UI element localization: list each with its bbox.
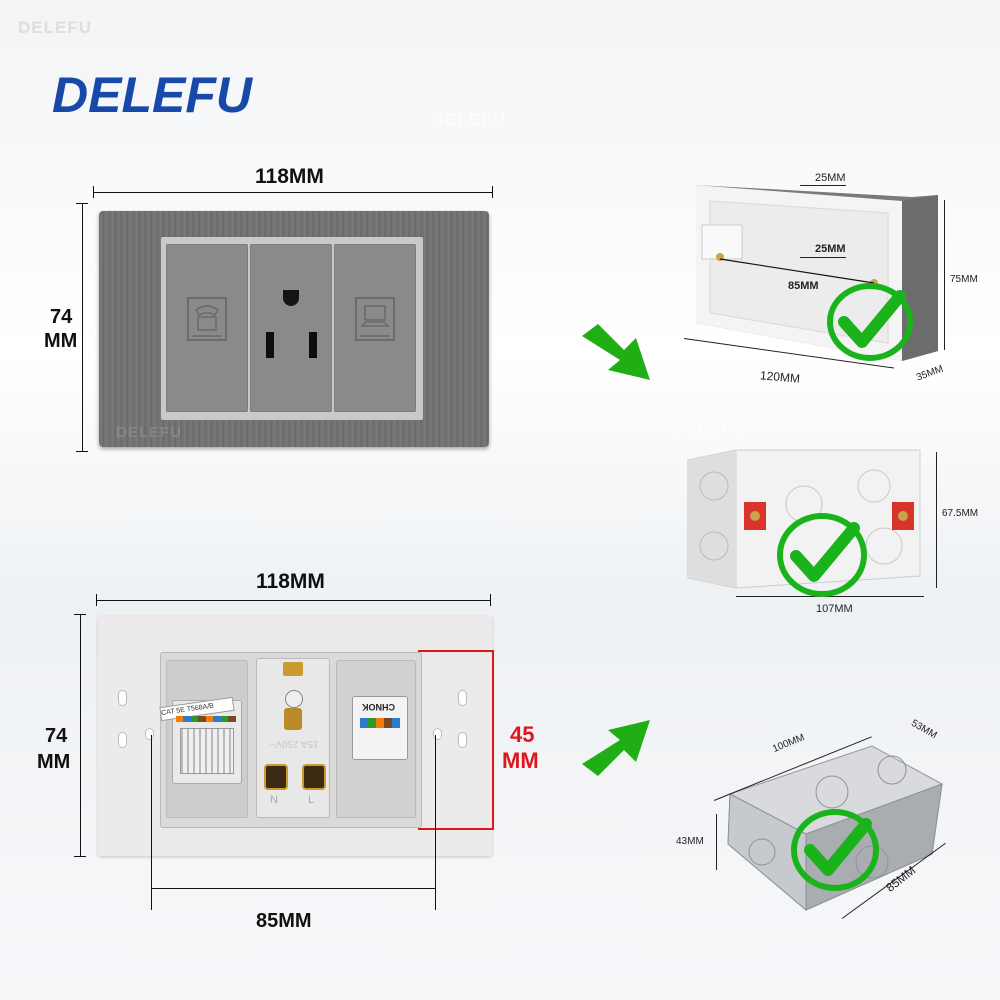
mount-hole	[433, 728, 442, 740]
outlet-back	[256, 658, 330, 818]
ground-screw	[285, 690, 303, 708]
watermark: DELEFU	[18, 18, 92, 37]
mount-hole	[118, 690, 127, 706]
keystone-idc	[360, 718, 400, 728]
box2-width-line	[736, 596, 924, 597]
green-arrow-icon	[582, 720, 650, 776]
dim-tick	[96, 594, 97, 606]
watermark: DELEFU	[432, 110, 506, 129]
phone-jack-icon	[187, 297, 227, 341]
check-icon	[777, 513, 867, 597]
dim-tick	[490, 594, 491, 606]
bottom-height-label-num: 74	[45, 725, 68, 747]
dim-tick	[76, 451, 88, 452]
brass-terminal-top	[283, 662, 303, 676]
data-jack-module	[334, 244, 416, 412]
mount-hole	[458, 732, 467, 748]
box1-inner-slot: 25MM	[815, 243, 846, 255]
watermark: DELEFU	[116, 424, 182, 441]
computer-jack-icon	[355, 297, 395, 341]
box1-height-line	[944, 200, 945, 350]
bottom-height-label-unit: MM	[37, 751, 71, 773]
keystone-brand: CHNOK	[362, 702, 395, 712]
jack-pins	[180, 728, 234, 774]
dim-line-height-bottom	[80, 614, 81, 856]
box2-height: 67.5MM	[942, 508, 979, 519]
box1-inner-slot-line	[800, 257, 846, 258]
dim-line-width-bottom	[96, 600, 491, 601]
box1-height: 75MM	[950, 274, 978, 285]
top-height-label-unit: MM	[44, 330, 78, 352]
terminal-l-label: L	[308, 794, 315, 806]
dim-tick	[74, 614, 86, 615]
box1-top-slot-line	[800, 185, 846, 186]
box3-height: 43MM	[676, 836, 704, 847]
dim-tick	[93, 186, 94, 198]
mount-hole	[118, 732, 127, 748]
watermark: DELEFU	[672, 418, 746, 437]
terminal-n	[264, 764, 288, 790]
box1-inner-spacing: 85MM	[788, 280, 819, 292]
brass-contact	[284, 708, 302, 730]
hole-spacing-right	[435, 735, 436, 910]
green-arrow-icon	[582, 324, 650, 380]
phone-jack-module	[166, 244, 248, 412]
outlet-slot-left	[266, 332, 274, 358]
hole-spacing-left	[151, 735, 152, 910]
mount-hole	[458, 690, 467, 706]
hole-spacing-line	[151, 888, 435, 889]
dim-tick	[492, 186, 493, 198]
box1-width: 120MM	[759, 368, 801, 386]
mount-hole	[145, 728, 154, 740]
module-height-tick-top	[418, 650, 494, 652]
brand-logo: DELEFU	[52, 67, 252, 123]
ground-pin-icon	[283, 290, 299, 306]
jack-wire-colors	[176, 716, 236, 722]
module-height-label-unit: MM	[502, 748, 539, 773]
power-outlet-module	[250, 244, 332, 412]
keystone-module	[352, 696, 408, 760]
hole-spacing-label: 85MM	[256, 910, 312, 932]
bottom-width-label: 118MM	[256, 570, 325, 593]
check-icon	[827, 283, 913, 361]
check-icon	[791, 809, 879, 891]
terminal-n-label: N	[270, 794, 278, 806]
outlet-slot-right	[309, 332, 317, 358]
box2-height-line	[936, 452, 937, 588]
dim-tick	[76, 203, 88, 204]
box1-top-slot: 25MM	[815, 172, 846, 184]
dim-line-height-top	[82, 203, 83, 451]
top-width-label: 118MM	[255, 165, 324, 188]
dim-tick	[74, 856, 86, 857]
box2-width: 107MM	[816, 603, 853, 615]
box3-height-line	[716, 814, 717, 870]
module-height-line	[492, 651, 494, 829]
jack-label-code: T568A/B	[186, 702, 215, 714]
top-height-label-num: 74	[50, 306, 73, 328]
dim-line-width-top	[93, 192, 493, 193]
module-height-tick-bottom	[418, 828, 494, 830]
module-height-label-num: 45	[510, 722, 535, 747]
outlet-rating: 15A 250V~	[269, 738, 319, 749]
terminal-l	[302, 764, 326, 790]
